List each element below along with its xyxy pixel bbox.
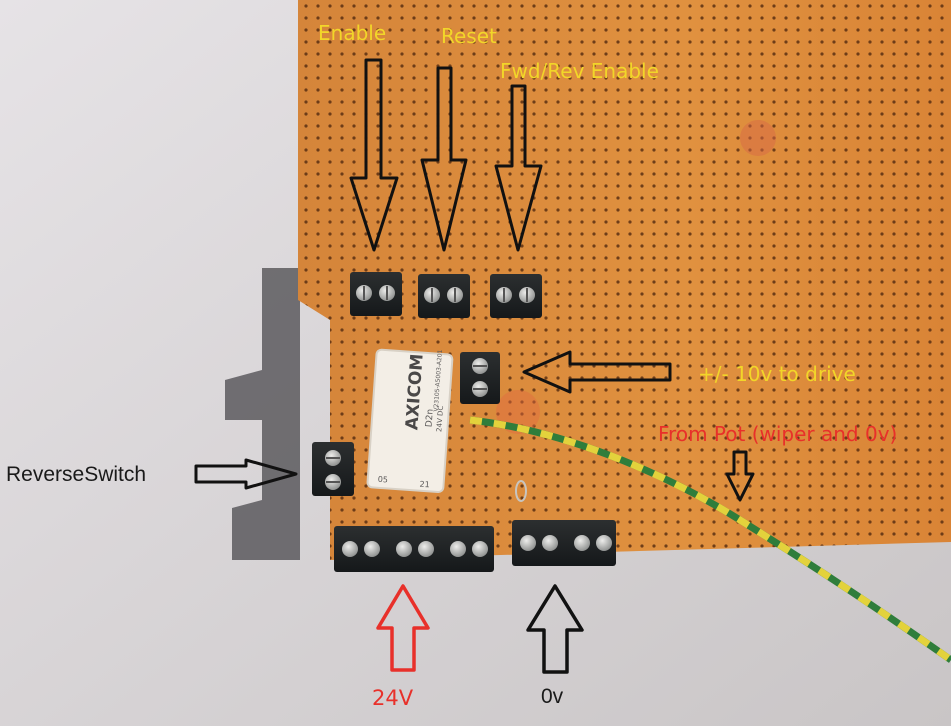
label-reverse-switch: ReverseSwitch [6,463,147,486]
label-24v: 24V [372,686,414,710]
terminal-enable [350,272,402,316]
relay-line3: V23105-A5003-A201 [433,349,444,412]
relay-code-left: 05 [377,475,388,485]
board-shadow [225,268,300,560]
stripboard-holes [298,0,951,560]
board-mark [740,120,776,156]
arrow-drive [522,350,672,394]
wire-yellow [469,416,951,663]
terminal-bottom-row [334,520,616,572]
relay: AXICOM D2n 24V DC V23105-A5003-A201 05 2… [366,348,454,494]
relay-line2: 24V DC [435,405,445,432]
label-0v: 0v [541,685,564,708]
terminal-fwd-rev [490,274,542,318]
label-drive: +/- 10v to drive [698,362,856,386]
arrow-24v [376,584,430,672]
label-reset: Reset [441,24,497,48]
relay-line1: D2n [425,409,436,428]
terminal-reverse-switch [312,442,354,496]
wire-loop [515,480,527,502]
arrow-reset [420,66,468,252]
relay-code-right: 21 [419,480,430,490]
label-from-pot: From Pot (wiper and 0v) [658,422,898,446]
terminal-drive [460,352,500,404]
label-enable: Enable [318,21,387,45]
arrow-from-pot [725,450,755,502]
terminal-reset [418,274,470,318]
arrow-0v [526,584,584,674]
arrow-fwd-rev [494,84,543,252]
label-fwd-rev-enable: Fwd/Rev Enable [500,59,659,83]
arrow-enable [349,58,399,252]
arrow-reverse-switch [194,458,298,490]
